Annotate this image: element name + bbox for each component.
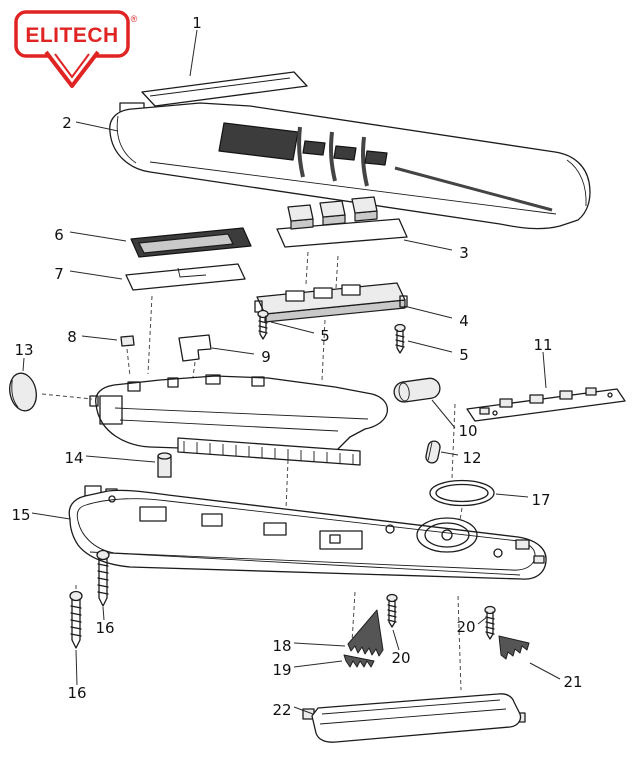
callout-9: 9 [261, 348, 271, 366]
part-1-film [141, 71, 308, 107]
registered-trademark: ® [131, 14, 138, 24]
part-2-upper-housing [109, 102, 591, 230]
callout-4: 4 [459, 312, 469, 330]
callout-2: 2 [62, 114, 72, 132]
callout-10: 10 [458, 422, 477, 440]
callout-6: 6 [54, 226, 64, 244]
callout-22: 22 [272, 701, 291, 719]
part-21-serrated-clip [498, 635, 530, 660]
callout-3: 3 [459, 244, 469, 262]
part-12-cap [425, 440, 441, 464]
elitech-logo: ELITECH ® [14, 10, 138, 88]
callout-16a: 16 [95, 619, 114, 637]
callout-5b: 5 [459, 346, 469, 364]
logo-triangle-inner-icon [54, 53, 90, 79]
part-13-end-cap [9, 372, 37, 412]
callout-13: 13 [14, 341, 33, 359]
part-3-buttons [276, 196, 408, 248]
callout-16b: 16 [67, 684, 86, 702]
mid-frame-chassis [89, 374, 389, 466]
callout-15: 15 [11, 506, 30, 524]
callout-20a: 20 [391, 649, 410, 667]
part-17-ring [429, 479, 495, 507]
part-22-battery-cover [302, 693, 526, 743]
part-20-screw-b [484, 605, 496, 640]
callout-20b: 20 [456, 618, 475, 636]
callout-8: 8 [67, 328, 77, 346]
part-6-display-lens [130, 227, 252, 258]
callouts: 1 2 3 4 5 5 6 7 8 9 10 11 12 13 14 15 16… [11, 14, 582, 719]
callout-11: 11 [533, 336, 552, 354]
callout-7: 7 [54, 265, 64, 283]
callout-12: 12 [462, 449, 481, 467]
callout-1: 1 [192, 14, 202, 32]
part-15-lower-housing [68, 485, 547, 580]
callout-19: 19 [272, 661, 291, 679]
part-7-display-film [125, 263, 246, 291]
part-4-key-board [254, 282, 408, 323]
part-18-serrated-clip [347, 609, 384, 657]
part-16-screw-b [69, 590, 83, 649]
callout-17: 17 [531, 491, 550, 509]
callout-21: 21 [563, 673, 582, 691]
callout-18: 18 [272, 637, 291, 655]
part-16-screw-a [96, 549, 110, 607]
logo-text: ELITECH [25, 24, 118, 47]
part-5-screw-b [394, 323, 406, 354]
callout-5a: 5 [320, 327, 330, 345]
part-19-serrated-clip [343, 654, 375, 668]
part-11-pcb [466, 387, 626, 422]
logo-triangle-icon [44, 50, 100, 88]
part-10-battery-cell [393, 377, 441, 403]
part-5-screw-a [257, 309, 269, 340]
part-20-screw-a [386, 593, 398, 628]
callout-leader-lines [22, 29, 561, 715]
part-14-post [157, 452, 172, 478]
part-9-bracket [178, 334, 212, 362]
callout-14: 14 [64, 449, 83, 467]
part-8-small-pad [120, 335, 135, 347]
